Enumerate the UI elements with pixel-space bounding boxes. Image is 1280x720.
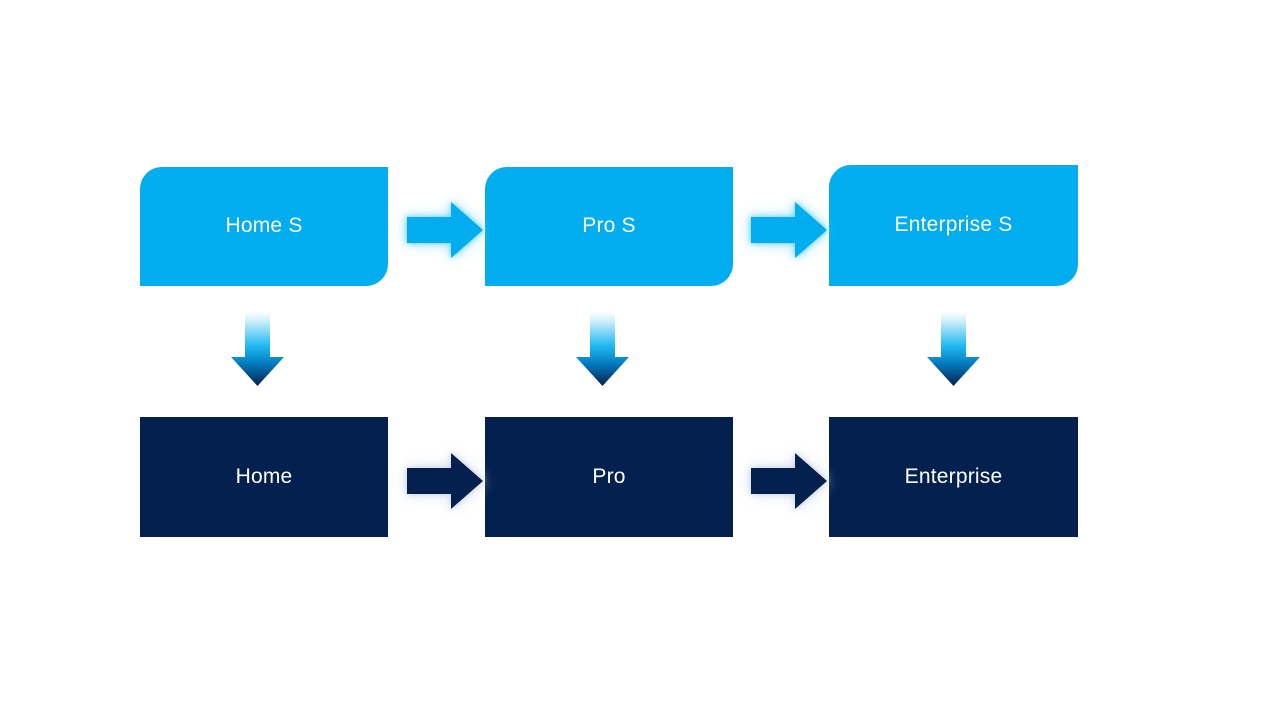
node-pro-s[interactable]: Pro S xyxy=(485,167,733,286)
arrow-down-icon-home-s-to-home xyxy=(231,312,284,386)
node-home[interactable]: Home xyxy=(140,417,388,537)
arrow-right-icon-home-s-to-pro-s xyxy=(407,201,483,259)
node-pro[interactable]: Pro xyxy=(485,417,733,537)
node-home-s[interactable]: Home S xyxy=(140,167,388,286)
node-enterprise-s[interactable]: Enterprise S xyxy=(829,165,1078,286)
node-label: Enterprise S xyxy=(894,213,1013,237)
arrow-right-icon-home-to-pro xyxy=(407,452,483,510)
node-label: Pro xyxy=(592,464,626,488)
arrow-down-icon-enterprise-s-to-enterprise xyxy=(927,312,980,386)
arrow-down-icon-pro-s-to-pro xyxy=(576,312,629,386)
arrow-right-icon-pro-to-enterprise xyxy=(751,452,827,510)
node-label: Home S xyxy=(225,214,303,238)
node-label: Pro S xyxy=(582,214,636,238)
arrow-right-icon-pro-s-to-enterprise-s xyxy=(751,201,827,259)
node-label: Enterprise xyxy=(904,464,1003,488)
node-label: Home xyxy=(235,464,293,488)
node-enterprise[interactable]: Enterprise xyxy=(829,417,1078,537)
